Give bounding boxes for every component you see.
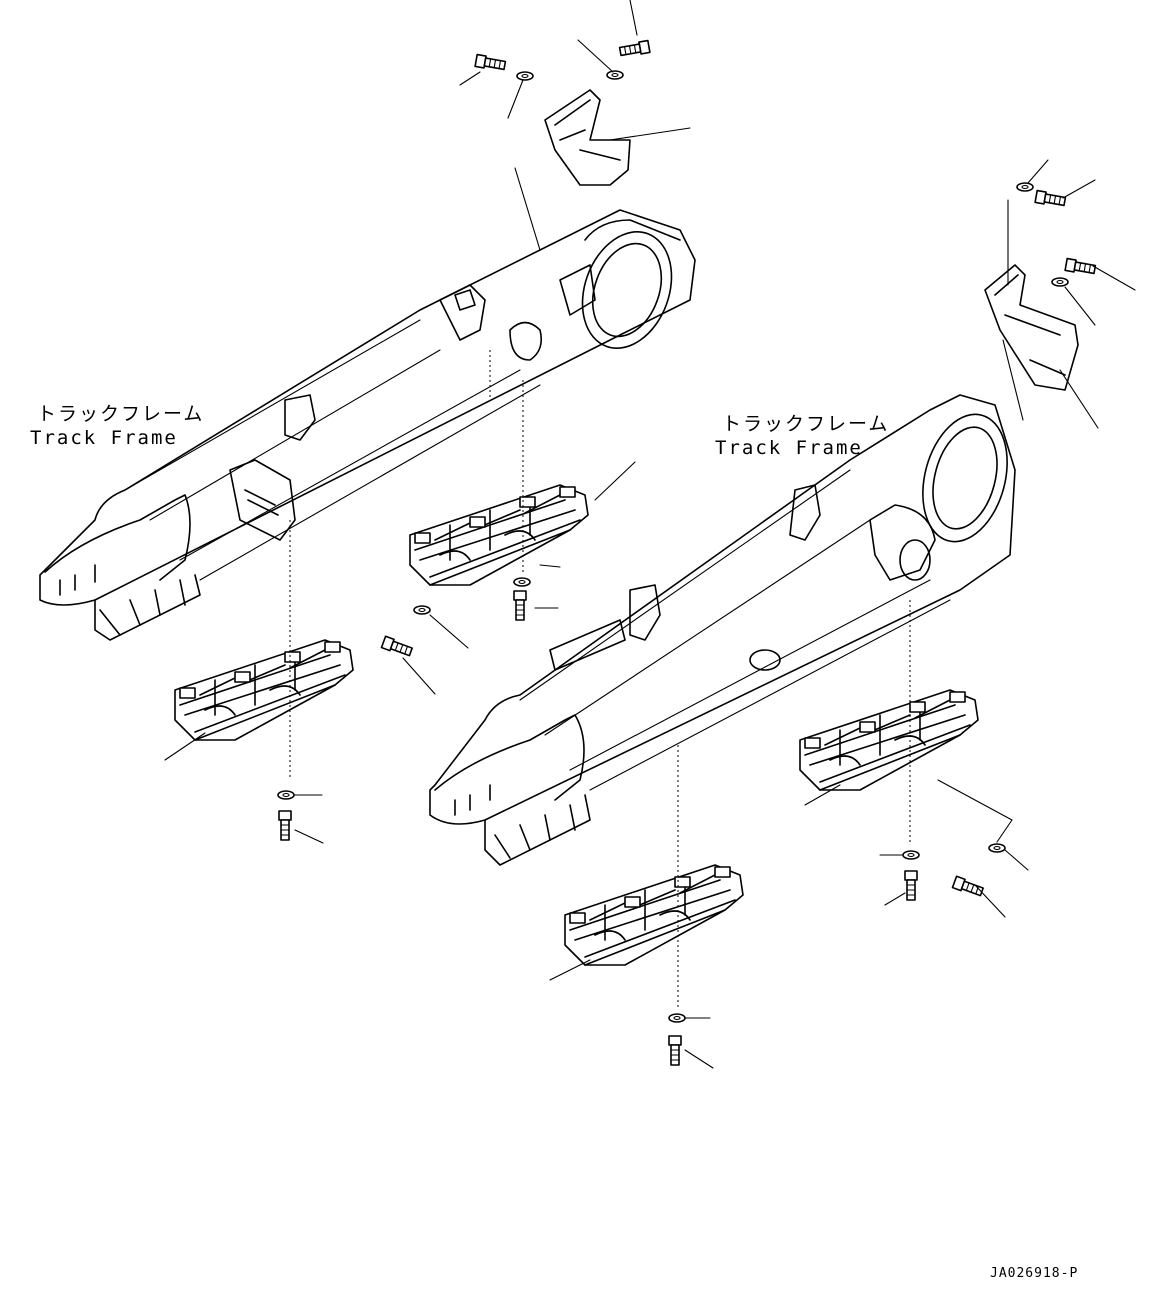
washer-bottom [668,1013,686,1023]
bolt-right-cover-2 [1064,257,1097,277]
washer-right-cover-1 [1016,182,1034,192]
bolt-lower-right-2 [951,875,985,899]
bolt-right-cover-1 [1034,189,1067,209]
guard-left-upper [409,484,589,586]
guard-left-lower [174,639,354,741]
guard-right-upper [799,689,979,791]
assembly-lines [289,167,1024,1010]
track-frame-left-label-en: Track Frame [30,427,178,449]
track-frame-left-label-jp: トラックフレーム [37,403,205,425]
guard-right-lower [564,864,744,966]
washer-mid-1 [513,577,531,587]
washer-top-right [606,70,624,80]
track-frame-right [429,394,1016,866]
track-frame-right-label-jp: トラックフレーム [722,413,890,435]
cover-bracket-right [984,264,1079,391]
bolt-mid-2 [380,635,414,659]
bolt-lower-left [278,810,292,841]
track-frame-right-label-en: Track Frame [715,437,863,459]
cover-bracket-left [544,89,631,186]
washer-lower-left [277,790,295,800]
bolt-top-right [618,39,651,59]
bolt-top-left [474,53,507,73]
washer-lower-right-1 [902,850,920,860]
washer-top-left [516,71,534,81]
track-frame-left [39,209,696,641]
leader-lines [164,0,1136,1069]
washer-lower-right-2 [988,843,1006,853]
drawing-reference-number: JA026918-P [990,1266,1079,1281]
bolt-mid-1 [513,590,527,621]
washer-mid-2 [413,605,431,615]
bolt-bottom [668,1035,682,1066]
bolt-lower-right-1 [904,870,918,901]
washer-right-cover-2 [1051,277,1069,287]
